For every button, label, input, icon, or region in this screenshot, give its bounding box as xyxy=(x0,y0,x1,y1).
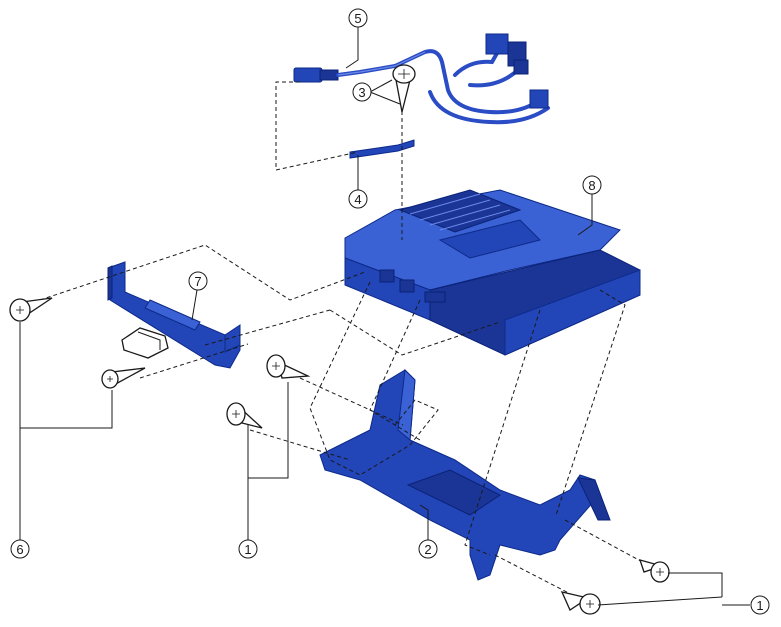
callout-2: 2 xyxy=(418,539,438,559)
heat-sink-fins xyxy=(398,189,541,259)
bolt-6-upper xyxy=(9,297,53,322)
callout-5: 5 xyxy=(348,8,368,28)
svg-text:2: 2 xyxy=(424,542,431,557)
svg-text:8: 8 xyxy=(588,178,595,193)
wiring-harness xyxy=(293,33,550,125)
retaining-clip xyxy=(121,327,169,359)
callout-8: 8 xyxy=(582,175,602,195)
side-bracket xyxy=(107,261,241,369)
callout-1-left: 1 xyxy=(238,539,258,559)
callout-1-right: 1 xyxy=(750,595,770,615)
svg-text:1: 1 xyxy=(244,542,251,557)
svg-text:4: 4 xyxy=(354,192,361,207)
lower-bracket xyxy=(319,368,611,581)
callout-6: 6 xyxy=(10,539,30,559)
bolt-1-right-upper xyxy=(638,559,670,583)
bolt-6-lower xyxy=(101,367,146,389)
leader-lines xyxy=(19,26,750,606)
assembly-lines xyxy=(39,81,649,604)
mounting-plate-4 xyxy=(349,139,415,159)
svg-text:1: 1 xyxy=(756,598,763,613)
svg-text:3: 3 xyxy=(358,85,365,100)
bolt-1-right-lower xyxy=(560,591,601,615)
bolt-1-upper xyxy=(266,354,311,379)
callout-3: 3 xyxy=(352,82,372,102)
bolt-3 xyxy=(392,64,416,113)
bolt-1-left xyxy=(226,402,263,429)
callout-7: 7 xyxy=(188,271,208,291)
callout-4: 4 xyxy=(348,189,368,209)
svg-text:6: 6 xyxy=(16,542,23,557)
svg-text:7: 7 xyxy=(194,274,201,289)
svg-text:5: 5 xyxy=(354,11,361,26)
control-unit xyxy=(344,189,641,356)
